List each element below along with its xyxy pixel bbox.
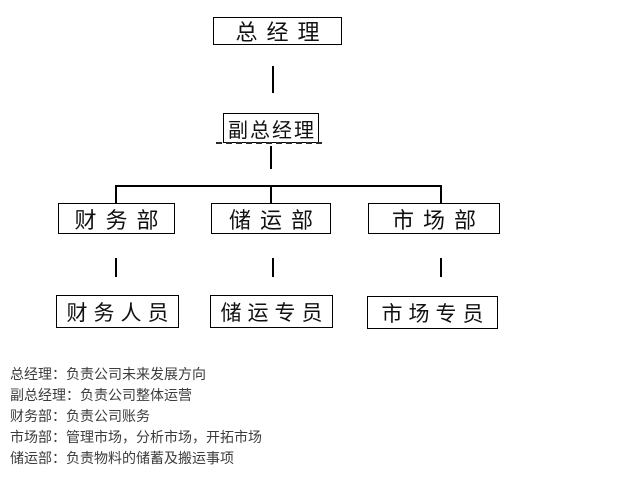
note-general-manager: 总经理：负责公司未来发展方向: [10, 366, 206, 382]
connector-gm-to-dgm: [272, 66, 274, 93]
note-finance-dept: 财务部：负责公司账务: [10, 408, 150, 424]
connector-bus-to-finance: [115, 185, 117, 203]
connector-finance-to-staff: [115, 258, 117, 277]
node-finance-dept-label: 财务部: [74, 207, 168, 233]
node-deputy-general-manager: 副总经理: [223, 113, 319, 143]
node-finance-staff-label: 财务人员: [66, 301, 175, 325]
node-general-manager-label: 总经理: [235, 20, 329, 45]
node-general-manager: 总经理: [213, 17, 342, 45]
connector-bus-to-marketing: [440, 185, 442, 203]
connector-marketing-to-staff: [440, 258, 442, 277]
connector-bus-to-storage: [270, 185, 272, 203]
note-marketing-dept: 市场部：管理市场，分析市场，开拓市场: [10, 429, 262, 445]
connector-department-bus: [115, 185, 442, 187]
connector-storage-to-staff: [272, 258, 274, 277]
node-marketing-staff: 市场专员: [367, 296, 498, 329]
node-marketing-dept: 市场部: [368, 203, 500, 234]
node-finance-dept: 财务部: [58, 203, 175, 234]
note-deputy-general-manager: 副总经理：负责公司整体运营: [10, 387, 192, 403]
node-marketing-dept-label: 市场部: [391, 207, 485, 233]
dashed-underline: [216, 142, 322, 144]
note-storage-dept: 储运部：负责物料的储蓄及搬运事项: [10, 450, 234, 466]
node-deputy-general-manager-label: 副总经理: [228, 119, 316, 142]
connector-dgm-to-bus: [270, 146, 272, 169]
role-description-notes: 总经理：负责公司未来发展方向 副总经理：负责公司整体运营 财务部：负责公司账务 …: [10, 364, 450, 469]
node-storage-dept-label: 储运部: [228, 207, 322, 233]
node-storage-staff-label: 储运专员: [220, 301, 329, 325]
node-marketing-staff-label: 市场专员: [381, 302, 490, 326]
node-finance-staff: 财务人员: [56, 295, 179, 328]
node-storage-staff: 储运专员: [210, 295, 333, 328]
node-storage-dept: 储运部: [211, 203, 331, 234]
